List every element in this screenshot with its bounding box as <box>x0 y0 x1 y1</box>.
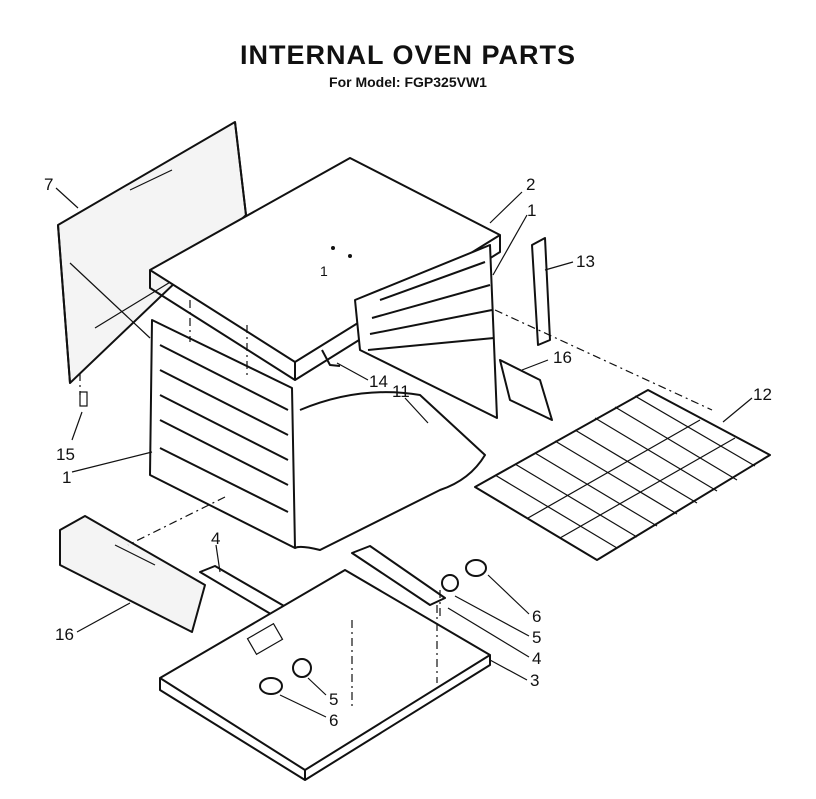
right-side-panel-part <box>354 244 498 419</box>
leader-lines <box>55 187 753 718</box>
knob-assembly-left <box>259 658 312 695</box>
callout-3: 3 <box>530 671 539 690</box>
oven-bottom-part <box>294 391 486 551</box>
callout-5-right: 5 <box>532 628 541 647</box>
callout-14: 14 <box>369 372 388 391</box>
callout-16-upper: 16 <box>553 348 572 367</box>
callout-7: 7 <box>44 175 53 194</box>
callout-2: 2 <box>526 175 535 194</box>
callout-6-right: 6 <box>532 607 541 626</box>
callout-6-left: 6 <box>329 711 338 730</box>
page-title: INTERNAL OVEN PARTS <box>239 40 577 70</box>
model-subtitle: For Model: FGP325VW1 <box>329 74 487 90</box>
rear-bracket-part <box>531 237 551 346</box>
callout-15: 15 <box>56 445 75 464</box>
callout-1-lower: 1 <box>62 468 71 487</box>
clip-part <box>321 349 341 367</box>
assembly-lines <box>79 300 713 710</box>
callout-1-upper: 1 <box>527 201 536 220</box>
oven-rack-part <box>474 389 771 561</box>
rear-panel-part <box>57 121 247 407</box>
callout-12: 12 <box>753 385 772 404</box>
callout-13: 13 <box>576 252 595 271</box>
callout-4-right: 4 <box>532 649 541 668</box>
callout-16-lower: 16 <box>55 625 74 644</box>
burner-bracket-right-part <box>351 545 446 606</box>
svg-text:1: 1 <box>320 263 328 279</box>
left-side-panel-part <box>149 319 296 549</box>
knob-assembly-right <box>441 559 487 592</box>
callout-11: 11 <box>392 382 410 401</box>
callout-labels: 7 2 1 13 16 14 11 12 15 1 4 6 5 4 3 16 5… <box>44 175 772 730</box>
side-trim-upper-part <box>499 359 553 421</box>
callout-5-left: 5 <box>329 690 338 709</box>
callout-4-left: 4 <box>211 529 220 548</box>
front-trim-lower-part <box>59 515 206 633</box>
bottom-tray-part <box>159 569 491 781</box>
